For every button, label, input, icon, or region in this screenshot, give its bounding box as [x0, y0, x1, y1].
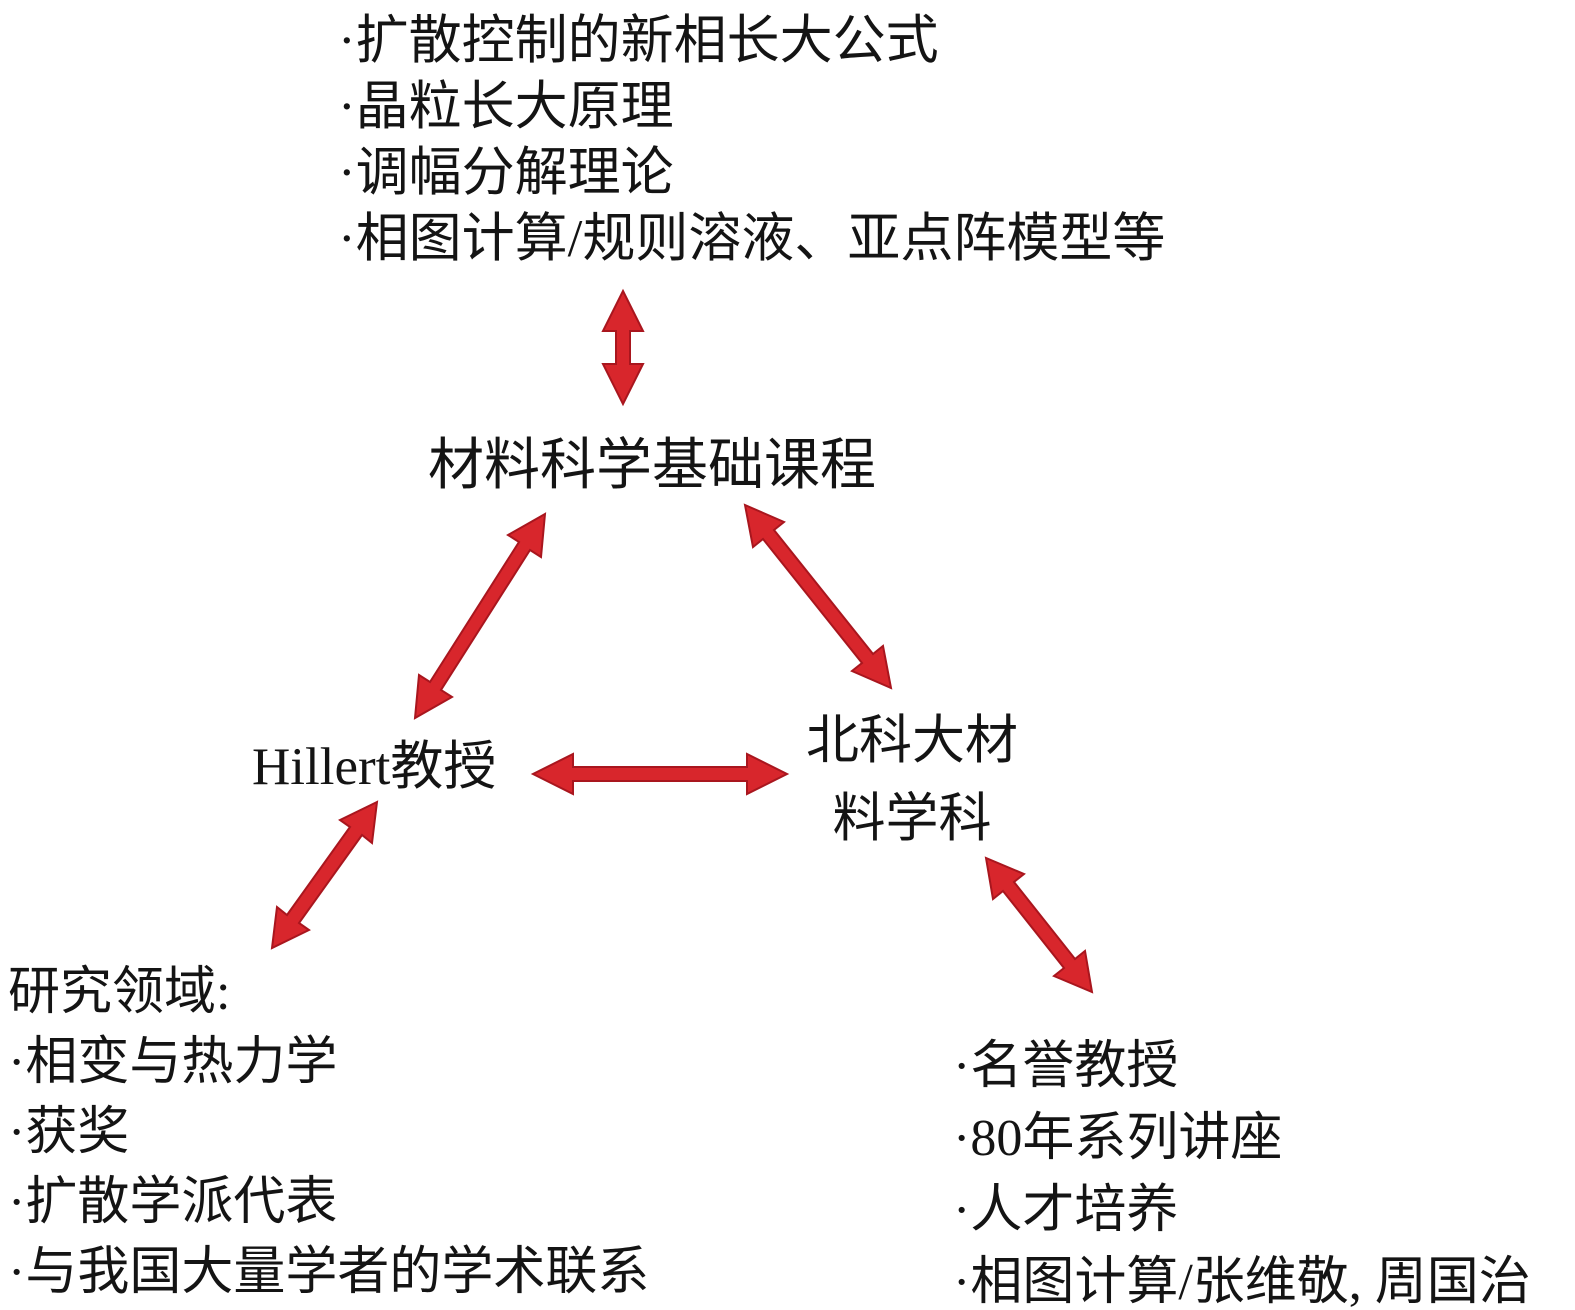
ustb-contributions-list: ·名誉教授 ·80年系列讲座 ·人才培养 ·相图计算/张维敬, 周国治	[953, 1031, 1531, 1310]
double-arrow-hillert-ustb	[530, 752, 790, 796]
research-list-item: ·相变与热力学	[8, 1034, 338, 1091]
course-topic-item: ·调幅分解理论	[338, 144, 674, 202]
course-node: 材料科学基础课程	[428, 434, 876, 498]
double-arrow-ustb-honors	[984, 856, 1094, 994]
ustb-contribution-item: ·人才培养	[953, 1182, 1179, 1239]
research-list-item: ·扩散学派代表	[8, 1174, 338, 1231]
course-topic-item: ·晶粒长大原理	[338, 78, 674, 136]
double-arrow-hillert-research	[270, 800, 379, 950]
course-topic-item: ·相图计算/规则溶液、亚点阵模型等	[338, 210, 1166, 268]
course-topic-item: ·扩散控制的新相长大公式	[338, 12, 939, 70]
ustb-contribution-item: ·相图计算/张维敬, 周国治	[953, 1254, 1531, 1310]
ustb-contribution-item: ·名誉教授	[953, 1038, 1179, 1095]
research-list-heading: 研究领域:	[8, 964, 231, 1021]
hillert-node-label: Hillert教授	[252, 738, 497, 796]
course-node-label: 材料科学基础课程	[428, 435, 876, 497]
course-topics-list: ·扩散控制的新相长大公式 ·晶粒长大原理 ·调幅分解理论 ·相图计算/规则溶液、…	[338, 8, 1165, 272]
ustb-node: 北科大材 料学科	[787, 702, 1037, 858]
research-list-item: ·获奖	[8, 1104, 130, 1161]
research-list-item: ·与我国大量学者的学术联系	[8, 1244, 650, 1301]
double-arrow-course-ustb	[743, 503, 893, 690]
double-arrow-topics-course	[601, 288, 645, 407]
ustb-node-label-line2: 料学科	[832, 790, 992, 848]
double-arrow-course-hillert	[413, 512, 547, 720]
research-list: 研究领域: ·相变与热力学 ·获奖 ·扩散学派代表 ·与我国大量学者的学术联系	[8, 958, 649, 1308]
hillert-node: Hillert教授	[252, 736, 496, 798]
ustb-contribution-item: ·80年系列讲座	[953, 1110, 1283, 1167]
ustb-node-label-line1: 北科大材	[806, 712, 1018, 770]
